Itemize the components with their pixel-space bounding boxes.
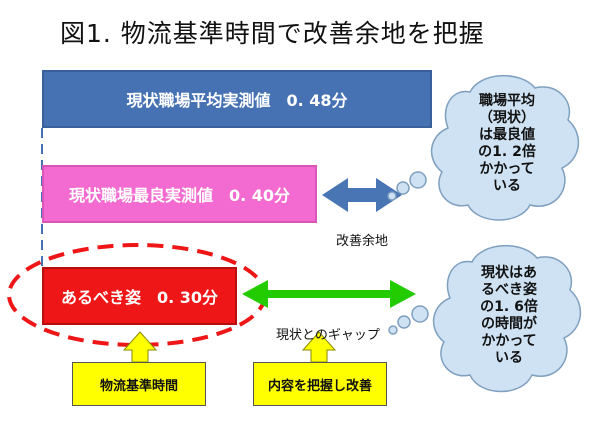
understand-and-improve-box: 内容を把握し改善 <box>253 362 387 406</box>
understand-and-improve-label: 内容を把握し改善 <box>267 378 372 394</box>
callout-top-line: （現状） <box>479 110 535 126</box>
callout-top-line: 職場平均 <box>479 93 535 109</box>
improvement-room-label: 改善余地 <box>336 234 389 249</box>
callout-bottom-line: いる <box>495 350 523 366</box>
current-average-bar: 現状職場平均実測値 0. 48分 <box>42 70 432 128</box>
cloud-callout-top <box>387 75 580 221</box>
cloud-callout-bottom <box>388 245 582 393</box>
callout-top-line: かかって <box>479 161 535 177</box>
callout-bottom-line: かかって <box>481 333 537 349</box>
current-best-label: 現状職場最良実測値 0. 40分 <box>68 186 291 205</box>
improvement-double-arrow <box>322 178 402 212</box>
logistics-standard-time-box: 物流基準時間 <box>72 362 206 406</box>
callout-bottom-text: 現状はあ るべき姿 の1. 6倍 の時間が かかって いる <box>464 265 554 367</box>
logistics-standard-time-label: 物流基準時間 <box>99 378 178 394</box>
callout-top-line: の1. 2倍 <box>478 144 536 160</box>
callout-top-text: 職場平均 （現状） は最良値 の1. 2倍 かかって いる <box>462 93 552 195</box>
callout-top-line: は最良値 <box>479 127 535 143</box>
gap-double-arrow <box>242 280 416 308</box>
callout-bottom-line: 現状はあ <box>481 265 537 281</box>
page-title: 図1. 物流基準時間で改善余地を把握 <box>60 19 485 48</box>
callout-bottom-line: の時間が <box>481 316 537 332</box>
gap-label: 現状とのギャップ <box>276 328 380 343</box>
ideal-label: あるべき姿 0. 30分 <box>60 288 219 307</box>
current-best-bar: 現状職場最良実測値 0. 40分 <box>42 165 317 223</box>
current-average-label: 現状職場平均実測値 0. 48分 <box>126 91 348 110</box>
callout-top-line: いる <box>493 178 521 194</box>
callout-bottom-line: るべき姿 <box>481 282 537 298</box>
up-arrow-left <box>122 331 158 363</box>
callout-bottom-line: の1. 6倍 <box>480 299 538 315</box>
ideal-bar: あるべき姿 0. 30分 <box>42 267 237 325</box>
